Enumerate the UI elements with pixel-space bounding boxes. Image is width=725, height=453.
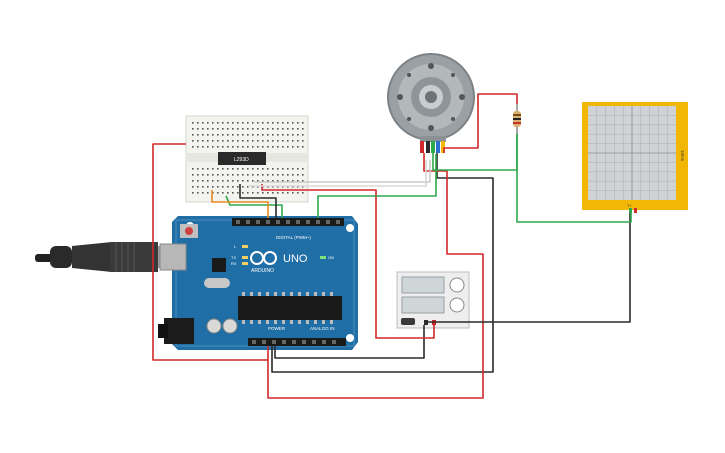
wire-red-supply: [261, 184, 435, 339]
arduino-logo-text: ARDUINO: [251, 268, 274, 274]
wire-green-bb-arduino: [317, 154, 437, 218]
on-led-label: ON: [328, 255, 334, 260]
dc-motor-encoder[interactable]: [387, 53, 475, 153]
led-label-l: L: [234, 244, 237, 249]
wire-black-bb-pin: [239, 184, 277, 218]
arduino-uno-board[interactable]: ARDUINO UNO DIGITAL (PWM~) POWER ANALOG …: [158, 216, 358, 350]
l293d-chip[interactable]: L293D: [218, 152, 266, 165]
wire-red-5v-motor: [267, 153, 484, 399]
l293d-label: L293D: [234, 157, 249, 163]
wire-green-resistor-scope: [516, 134, 632, 223]
wire-white-2: [254, 160, 431, 183]
wire-orange-bb-pin: [211, 190, 269, 218]
power-supply[interactable]: [396, 271, 470, 329]
scope-time-label: 10ms: [680, 150, 685, 162]
scope-probe-label: T+: [627, 203, 632, 208]
wire-red-breadboard-arduino: [152, 143, 269, 361]
oscilloscope[interactable]: 10ms T+: [582, 102, 688, 213]
led-label-tx: TX: [231, 255, 236, 260]
wire-red-resistor: [443, 93, 518, 153]
led-label-rx: RX: [231, 261, 237, 266]
usb-cable: [35, 242, 180, 272]
digital-header-label: DIGITAL (PWM~): [276, 235, 311, 240]
wire-black-scope-gnd: [426, 213, 631, 323]
wire-white-1: [248, 160, 427, 187]
breadboard[interactable]: L293D: [185, 115, 309, 203]
wire-black-supply: [274, 325, 425, 359]
arduino-infinity-logo: [250, 251, 277, 265]
wire-green-bb-pin: [225, 195, 283, 218]
resistor[interactable]: [513, 104, 521, 134]
analog-header-label: ANALOG IN: [310, 326, 335, 331]
wire-black-gnd-motor: [271, 153, 494, 373]
arduino-model-label: UNO: [283, 253, 308, 265]
wires: [152, 93, 632, 399]
power-header-label: POWER: [268, 326, 286, 331]
